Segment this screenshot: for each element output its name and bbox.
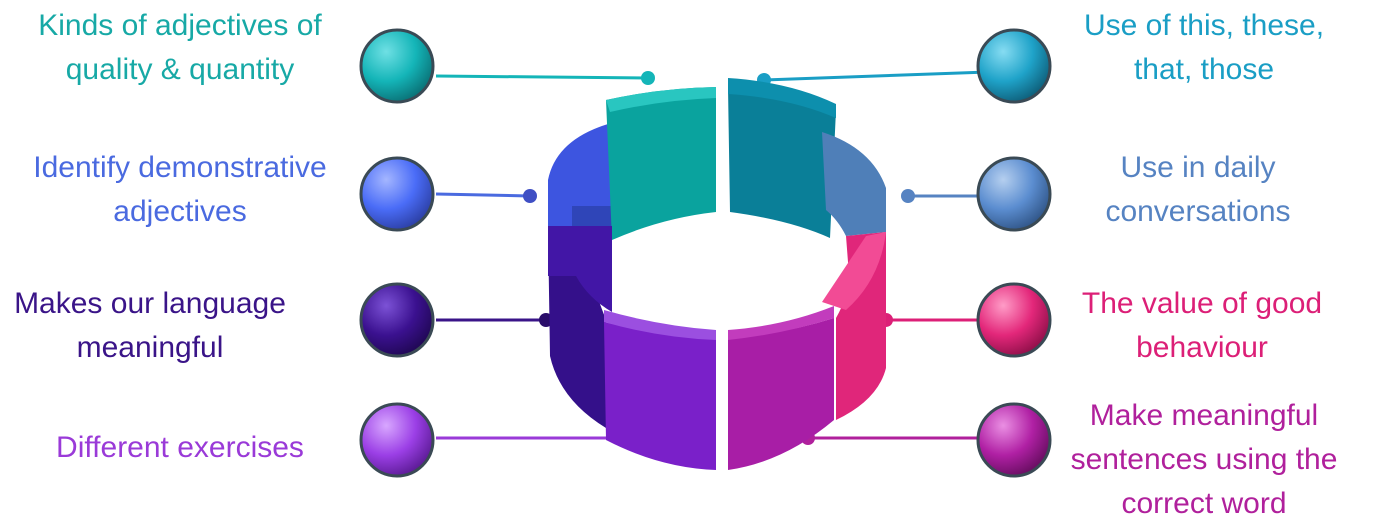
ring-segment-teal	[606, 87, 716, 240]
connector-dot-right-2	[901, 189, 915, 203]
ring-segment-magenta	[728, 318, 834, 470]
connector-dot-left-1	[641, 71, 655, 85]
label-left-4: Different exercises	[56, 431, 304, 464]
ring-segment-pink	[836, 232, 886, 420]
bubble-right-2	[976, 156, 1052, 232]
ring-segment-blue	[548, 124, 612, 230]
ring-segment-cyan	[728, 87, 836, 238]
bubble-left-4	[359, 402, 435, 478]
bubbles	[359, 28, 1052, 478]
connector-dot-left-2	[523, 189, 537, 203]
ring-segment-magenta-top	[728, 306, 834, 340]
label-right-1: Use of this, these,that, those	[1083, 9, 1325, 86]
ring-segment-violet	[604, 322, 716, 470]
bubble-right-3	[976, 282, 1052, 358]
bubble-right-4	[976, 402, 1052, 478]
ring-segment-pink-top	[822, 232, 886, 310]
bubble-left-2	[359, 156, 435, 232]
connector-lines	[435, 70, 1000, 445]
bubble-left-1	[359, 28, 435, 104]
ring-segment-indigo-top	[548, 226, 612, 312]
ring-segment-violet-top	[604, 310, 716, 340]
ring-segment-teal-top	[606, 87, 716, 112]
bubble-left-3	[359, 282, 435, 358]
ring-segment-cyan-top	[728, 78, 836, 118]
ring-segment-steel	[822, 132, 886, 236]
segmented-ring	[548, 78, 886, 470]
bubble-right-1	[976, 28, 1052, 104]
connector-left-2	[435, 192, 531, 198]
connector-right-1	[763, 70, 989, 82]
connector-left-1	[435, 74, 649, 80]
